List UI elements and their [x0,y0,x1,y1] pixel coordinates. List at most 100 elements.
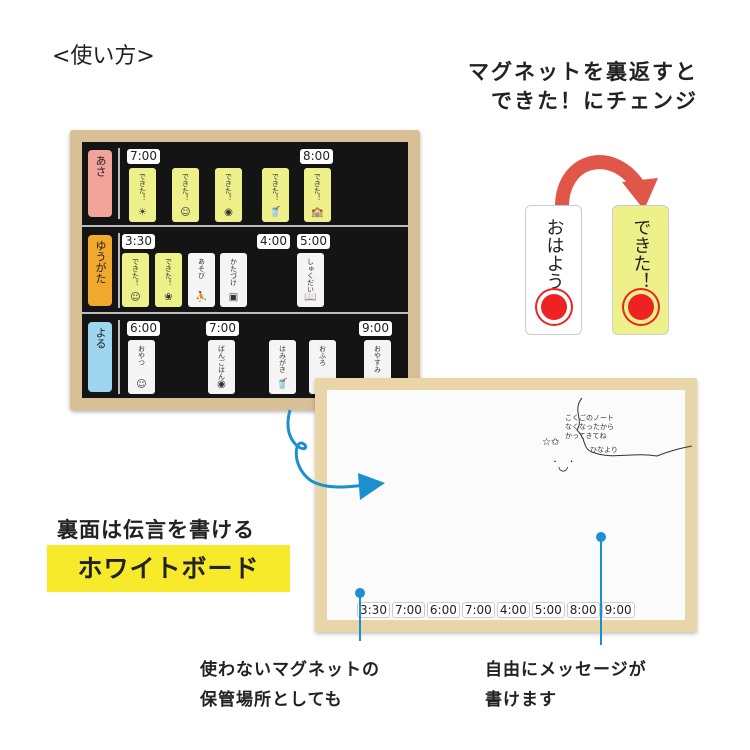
task-text: できた！ [164,258,173,286]
row-label-text: ゆうがた [94,240,107,284]
caption-line: 使わないマグネットの [200,660,380,680]
task-icon: 🏫 [311,207,324,218]
time-magnet[interactable]: 8:00 [566,602,600,618]
flip-caption-line: できた！にチェンジ [491,89,698,113]
task-icon: ◉ [217,379,226,390]
card-text: できた！ [630,218,652,290]
time-magnet[interactable]: 9:00 [359,321,392,336]
time-magnet[interactable]: 5:00 [531,602,565,618]
task-magnet[interactable]: できた！ ☀ [129,168,156,222]
schedule-row: ゆうがた 3:30 4:00 5:00 できた！ ☺ できた！ ❀ あそび ⛹ かたづけ▣ しゅくだい… [82,225,408,312]
sun-icon [627,294,654,320]
task-text: できた！ [181,173,190,201]
pointer-dot [355,588,365,598]
divider [118,148,120,219]
pointer-dot [596,532,606,542]
time-magnet[interactable]: 4:00 [257,234,290,249]
time-magnet[interactable]: 7:00 [461,602,495,618]
row-label: ゆうがた [88,235,112,306]
task-icon: 🥤 [276,379,289,390]
time-magnet[interactable]: 3:30 [357,602,390,618]
row-label-text: あさ [94,155,107,177]
caption-line: 書けます [485,690,557,710]
task-icon: ◉ [224,207,233,218]
task-magnet[interactable]: はみがき🥤 [269,340,296,394]
note-line: こくごのノート [565,414,614,422]
task-icon: ⛹ [195,292,208,303]
task-text: できた！ [313,173,322,201]
task-text: しゅくだい [306,258,315,293]
divider [118,233,120,308]
caption-storage: 使わないマグネットの 保管場所としても [200,655,380,715]
time-magnet[interactable]: 5:00 [297,234,330,249]
task-icon: 🥤 [269,207,282,218]
curved-arrow-icon [286,409,385,500]
divider [118,320,120,394]
task-magnet[interactable]: かたづけ▣ [220,253,247,307]
time-magnet[interactable]: 7:00 [206,321,239,336]
row-label: よる [88,322,112,392]
task-magnet[interactable]: あそび ⛹ [188,253,215,307]
task-magnet[interactable]: しゅくだい📖 [297,253,324,307]
task-text: おやすみ [373,345,382,373]
schedule-blackboard: あさ 7:00 8:00 できた！ ☀ できた！ ☺ できた！ ◉ できた！ 🥤 できた！ 🏫 ゆうがた 3… [70,130,420,410]
flip-caption-line: マグネットを裏返すと [468,60,698,84]
pointer-line [600,540,602,645]
task-text: おやつ [137,345,146,366]
svg-text:☆✩: ☆✩ [542,437,560,448]
speech-cloud-icon: ☆✩ ˙◡˙ [542,397,692,473]
task-text: あそび [197,258,206,279]
time-magnet[interactable]: 7:00 [391,602,425,618]
note-line: ひなより [590,446,618,454]
page-title: <使い方> [52,44,155,69]
task-icon: ☀ [138,207,147,218]
blackboard-surface: あさ 7:00 8:00 できた！ ☀ できた！ ☺ できた！ ◉ できた！ 🥤 できた！ 🏫 ゆうがた 3… [82,142,408,398]
card-text: おはよう [543,218,565,290]
task-text: できた！ [271,173,280,201]
task-magnet[interactable]: できた！ ◉ [215,168,242,222]
row-label-text: よる [94,327,107,349]
task-icon: 📖 [304,292,317,303]
task-magnet[interactable]: できた！ ☺ [172,168,199,222]
task-text: できた！ [224,173,233,201]
task-text: おふろ [318,345,327,366]
task-icon: ☺ [180,207,191,218]
time-magnet[interactable]: 6:00 [426,602,460,618]
back-caption: 裏面は伝言を書ける [57,518,255,542]
schedule-row: あさ 7:00 8:00 できた！ ☀ できた！ ☺ できた！ ◉ できた！ 🥤 できた！ 🏫 [82,142,408,225]
task-text: かたづけ [229,258,238,286]
task-text: できた！ [131,258,140,286]
task-magnet[interactable]: できた！ 🏫 [304,168,331,222]
handwritten-note: こくごのノート なくなったから かってきてね ひなより [565,414,660,455]
task-icon: ❀ [164,292,173,303]
magnet-card-front: おはよう [525,205,582,335]
task-magnet[interactable]: おやつ ☺ [128,340,155,394]
task-text: ばんごはん [217,345,226,380]
svg-text:˙◡˙: ˙◡˙ [552,459,574,473]
time-magnet[interactable]: 9:00 [601,602,635,618]
task-magnet[interactable]: できた！ ☺ [122,253,149,307]
caption-line: 保管場所としても [200,690,343,710]
time-magnet[interactable]: 6:00 [127,321,160,336]
note-line: なくなったから [565,423,614,431]
row-label: あさ [88,150,112,217]
pointer-line [359,596,361,641]
note-line: かってきてね [565,432,607,440]
task-magnet[interactable]: できた！ 🥤 [262,168,289,222]
flip-arrow-icon [554,155,658,211]
sun-icon [540,294,567,320]
time-magnet[interactable]: 8:00 [300,149,333,164]
task-magnet[interactable]: ばんごはん◉ [208,340,235,394]
task-text: できた！ [138,173,147,201]
caption-line: 自由にメッセージが [485,660,647,680]
task-icon: ☺ [130,292,141,303]
time-magnet[interactable]: 7:00 [127,149,160,164]
task-icon: ☺ [136,379,147,390]
time-magnet[interactable]: 3:30 [122,234,155,249]
time-magnet[interactable]: 4:00 [496,602,530,618]
task-magnet[interactable]: できた！ ❀ [155,253,182,307]
